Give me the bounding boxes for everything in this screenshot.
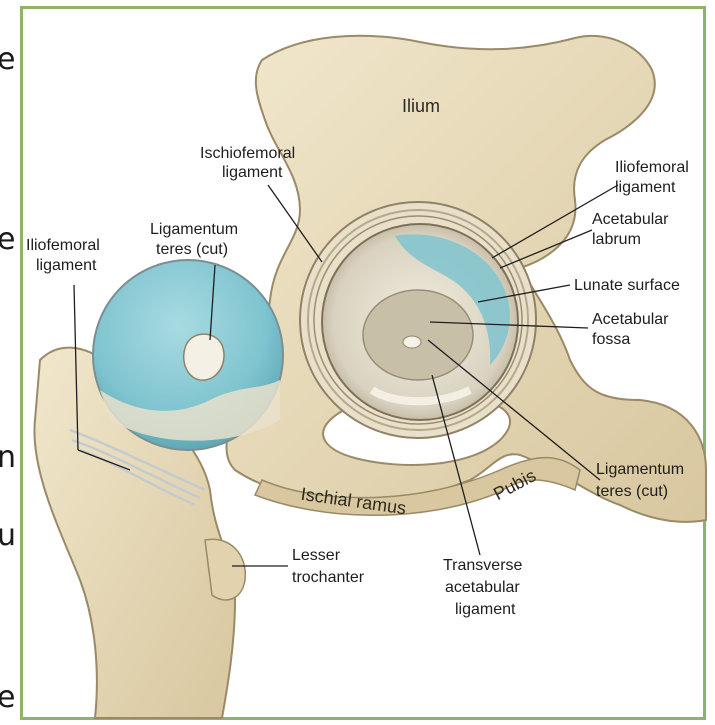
label-iliofemoral-left-2: ligament: [36, 257, 97, 274]
label-acetabular-fossa-2: fossa: [592, 331, 630, 348]
label-ligamentum-teres-right-1: Ligamentum: [596, 461, 684, 478]
label-iliofemoral-right-1: Iliofemoral: [615, 159, 689, 176]
label-ischiofemoral-1: Ischiofemoral: [200, 145, 295, 162]
label-transverse-3: ligament: [455, 601, 516, 618]
label-ilium: Ilium: [402, 96, 440, 116]
label-ligamentum-teres-right-2: teres (cut): [596, 483, 668, 500]
label-lesser-trochanter-2: trochanter: [292, 569, 365, 586]
label-iliofemoral-left-1: Iliofemoral: [26, 237, 100, 254]
label-iliofemoral-right-2: ligament: [615, 179, 676, 196]
label-ligamentum-teres-left-2: teres (cut): [156, 241, 228, 258]
acetabular-fossa: [363, 290, 473, 380]
label-acetabular-labrum-1: Acetabular: [592, 211, 669, 228]
ligamentum-teres-stump: [184, 334, 224, 380]
label-acetabular-labrum-2: labrum: [592, 231, 641, 248]
label-transverse-2: acetabular: [445, 579, 520, 596]
label-transverse-1: Transverse: [443, 557, 523, 574]
label-lunate-surface: Lunate surface: [574, 277, 680, 294]
lesser-trochanter: [205, 539, 245, 600]
label-ischiofemoral-2: ligament: [222, 164, 283, 181]
label-lesser-trochanter-1: Lesser: [292, 547, 341, 564]
label-ligamentum-teres-left-1: Ligamentum: [150, 221, 238, 238]
label-acetabular-fossa-1: Acetabular: [592, 311, 669, 328]
